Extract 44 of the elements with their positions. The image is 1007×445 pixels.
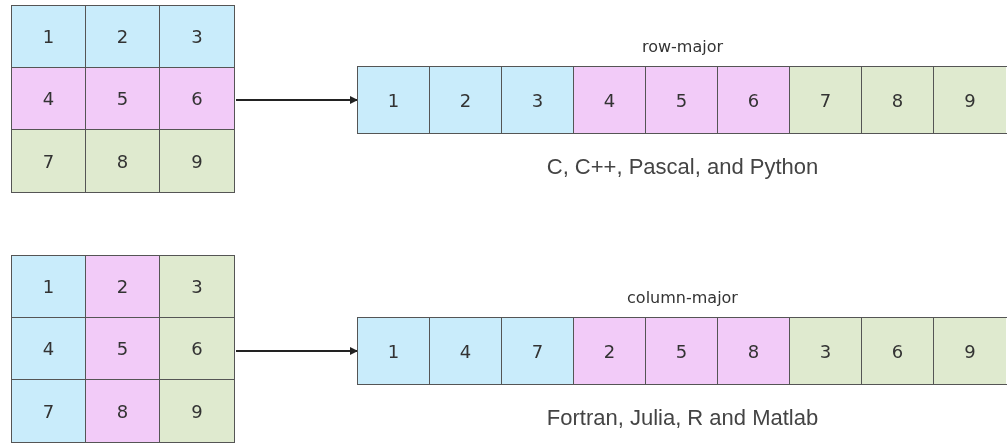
array-cell: 9 — [934, 67, 1006, 133]
matrix-cell: 7 — [12, 130, 86, 192]
matrix-cell: 5 — [86, 68, 160, 130]
matrix-cell: 9 — [160, 380, 234, 442]
array-cell: 1 — [358, 67, 430, 133]
matrix-cell: 6 — [160, 318, 234, 380]
matrix-cell: 3 — [160, 6, 234, 68]
arrow — [235, 347, 358, 355]
array-heading: row-major — [641, 35, 724, 58]
array-cell: 8 — [718, 318, 790, 384]
array-cell: 9 — [934, 318, 1006, 384]
array-cell: 5 — [646, 67, 718, 133]
matrix-grid — [11, 255, 235, 443]
array-cell: 1 — [358, 318, 430, 384]
caption-text: C, C++, Pascal, and Python — [546, 154, 819, 180]
matrix-cell: 4 — [12, 318, 86, 380]
matrix-cell: 8 — [86, 130, 160, 192]
array-cell: 2 — [574, 318, 646, 384]
matrix-cell: 1 — [12, 6, 86, 68]
matrix-cell: 2 — [86, 6, 160, 68]
array-cell: 7 — [502, 318, 574, 384]
arrow — [235, 96, 358, 104]
matrix-cell: 6 — [160, 68, 234, 130]
array-cell: 4 — [430, 318, 502, 384]
array-cell: 6 — [862, 318, 934, 384]
matrix-cell: 3 — [160, 256, 234, 318]
matrix-cell: 1 — [12, 256, 86, 318]
matrix-cell: 4 — [12, 68, 86, 130]
array-heading: column-major — [627, 286, 738, 309]
array-cell: 3 — [790, 318, 862, 384]
matrix-cell: 8 — [86, 380, 160, 442]
matrix-grid — [11, 5, 235, 193]
array-cell: 7 — [790, 67, 862, 133]
caption-text: Fortran, Julia, R and Matlab — [546, 405, 819, 431]
array-cell: 2 — [430, 67, 502, 133]
matrix-cell: 7 — [12, 380, 86, 442]
array-cell: 4 — [574, 67, 646, 133]
array-cell: 6 — [718, 67, 790, 133]
array-cell: 5 — [646, 318, 718, 384]
matrix-cell: 2 — [86, 256, 160, 318]
matrix-cell: 9 — [160, 130, 234, 192]
matrix-cell: 5 — [86, 318, 160, 380]
array-cell: 8 — [862, 67, 934, 133]
array-cell: 3 — [502, 67, 574, 133]
